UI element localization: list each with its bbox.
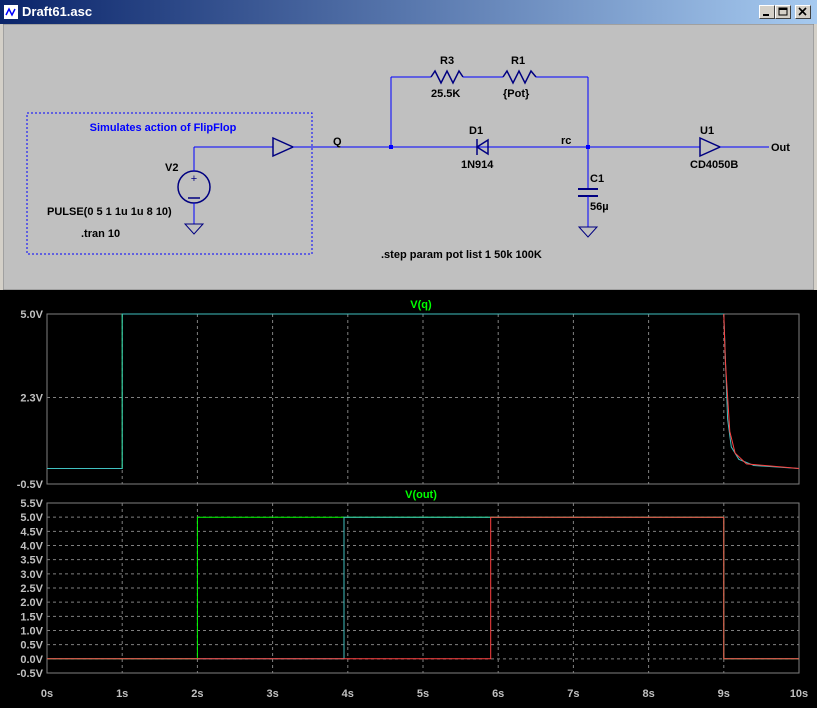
y-tick-label-out: 3.5V [20, 555, 43, 567]
y-tick-label-out: 1.5V [20, 611, 43, 623]
y-tick-label-out: 2.5V [20, 583, 43, 595]
v2-label: V2 [165, 162, 178, 174]
v2-value: PULSE(0 5 1 1u 1u 8 10) [47, 206, 172, 218]
svg-text:+: + [191, 173, 197, 185]
title-bar[interactable]: Draft61.asc [0, 0, 817, 24]
y-tick-label-out: 2.0V [20, 597, 43, 609]
y-tick-label-out: 1.0V [20, 626, 43, 638]
y-tick-label-out: 4.5V [20, 526, 43, 538]
y-tick-label-out: 3.0V [20, 569, 43, 581]
maximize-icon [778, 7, 788, 16]
r1-label: R1 [511, 55, 525, 67]
c1-label: C1 [590, 173, 604, 185]
u1-value: CD4050B [690, 159, 738, 171]
net-rc-label: rc [561, 135, 571, 147]
net-q-label: Q [333, 136, 342, 148]
c1-value: 56µ [590, 201, 609, 213]
close-icon [798, 7, 807, 16]
input-buffer-symbol[interactable] [272, 136, 295, 158]
ltspice-app-icon [4, 5, 18, 19]
x-tick-label: 3s [266, 688, 278, 700]
d1-value: 1N914 [461, 159, 494, 171]
r3-label: R3 [440, 55, 454, 67]
net-out-label: Out [771, 142, 790, 154]
tran-directive: .tran 10 [81, 228, 120, 240]
trace-out-step-3[interactable] [47, 516, 799, 660]
x-tick-label: 5s [417, 688, 429, 700]
r3-resistor[interactable] [430, 69, 464, 85]
y-tick-label-out: 5.0V [20, 512, 43, 524]
x-tick-label: 9s [718, 688, 730, 700]
ground-symbol-c1 [577, 226, 599, 238]
v2-voltage-source[interactable]: + [177, 147, 211, 235]
maximize-button[interactable] [775, 5, 791, 19]
y-tick-label-q: 5.0V [20, 309, 43, 321]
window-title: Draft61.asc [22, 4, 93, 19]
minimize-button[interactable] [759, 5, 775, 19]
u1-buffer[interactable] [699, 136, 722, 158]
waveform-viewer[interactable]: V(q) V(out) 5.0V 2.3V -0.5V 5.5V 5.0V 4.5V 4.0… [0, 290, 817, 708]
r3-value: 25.5K [431, 88, 460, 100]
x-tick-label: 6s [492, 688, 504, 700]
d1-diode[interactable] [475, 138, 489, 156]
x-tick-label: 4s [342, 688, 354, 700]
schematic-canvas[interactable]: Simulates action of FlipFlop + V2 PULSE(… [3, 24, 814, 290]
d1-label: D1 [469, 125, 483, 137]
flipflop-comment-box[interactable] [26, 112, 313, 255]
pane-q-title[interactable]: V(q) [410, 299, 432, 311]
close-button[interactable] [795, 5, 811, 19]
y-tick-label-out: 0.5V [20, 640, 43, 652]
step-directive: .step param pot list 1 50k 100K [381, 249, 542, 261]
y-tick-label-out: 5.5V [20, 498, 43, 510]
y-tick-label-out: 4.0V [20, 541, 43, 553]
x-tick-label: 2s [191, 688, 203, 700]
x-tick-label: 8s [642, 688, 654, 700]
y-tick-label-q: 2.3V [20, 392, 43, 404]
y-tick-label-out: 0.0V [20, 654, 43, 666]
y-tick-label-out: -0.5V [17, 668, 44, 680]
trace-q-step-3[interactable] [723, 313, 800, 469]
x-tick-label: 0s [41, 688, 53, 700]
r1-resistor[interactable] [502, 69, 537, 85]
flipflop-comment: Simulates action of FlipFlop [90, 122, 237, 134]
y-tick-label-q: -0.5V [17, 479, 44, 491]
minimize-icon [763, 14, 769, 16]
u1-label: U1 [700, 125, 714, 137]
x-tick-label: 10s [790, 688, 808, 700]
x-tick-label: 7s [567, 688, 579, 700]
x-tick-label: 1s [116, 688, 128, 700]
trace-q-step-2[interactable] [47, 313, 800, 469]
pane-out-title[interactable]: V(out) [405, 489, 437, 501]
r1-value: {Pot} [503, 88, 530, 100]
